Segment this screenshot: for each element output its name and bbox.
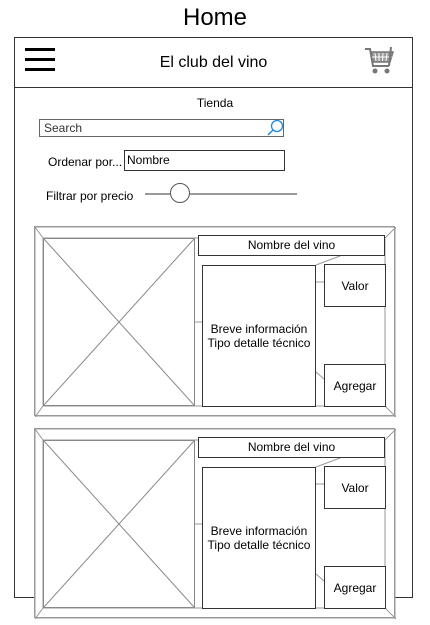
hamburger-icon[interactable] <box>25 48 55 72</box>
product-card: Nombre del vino Breve información Tipo d… <box>34 428 396 619</box>
product-info-line2: Tipo detalle técnico <box>207 538 311 552</box>
product-image-placeholder <box>43 440 195 608</box>
price-slider-track[interactable] <box>145 193 297 195</box>
app-title: El club del vino <box>159 54 268 71</box>
product-info-line1: Breve información <box>210 322 308 336</box>
product-value: Valor <box>324 264 386 307</box>
sort-label: Ordenar por... <box>48 155 123 169</box>
product-info-line1: Breve información <box>210 524 308 538</box>
price-slider-handle[interactable] <box>170 183 190 203</box>
price-filter-label: Filtrar por precio <box>46 189 134 203</box>
sort-select[interactable]: Nombre <box>124 150 285 171</box>
search-icon[interactable] <box>266 119 284 137</box>
product-card: Nombre del vino Breve información Tipo d… <box>34 226 396 417</box>
product-value: Valor <box>324 466 386 509</box>
add-to-cart-button[interactable]: Agregar <box>324 566 386 609</box>
product-info-line2: Tipo detalle técnico <box>207 336 311 350</box>
search-placeholder: Search <box>44 121 83 135</box>
product-name: Nombre del vino <box>198 437 385 458</box>
product-info: Breve información Tipo detalle técnico <box>202 467 316 609</box>
store-title: Tienda <box>196 96 234 110</box>
page-heading: Home <box>182 4 248 31</box>
product-info: Breve información Tipo detalle técnico <box>202 265 316 407</box>
product-name: Nombre del vino <box>198 235 385 256</box>
shopping-cart-icon[interactable] <box>363 45 395 77</box>
search-input[interactable]: Search <box>39 119 284 137</box>
add-to-cart-button[interactable]: Agregar <box>324 364 386 407</box>
app-header: El club del vino <box>15 38 412 88</box>
product-image-placeholder <box>43 238 195 406</box>
